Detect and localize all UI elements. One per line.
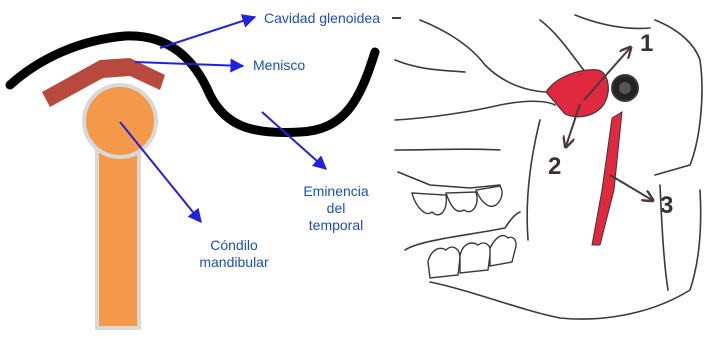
label-condilo-line1: Cóndilo xyxy=(189,237,279,254)
label-condilo-line2: mandibular xyxy=(189,254,279,271)
marker-1: 1 xyxy=(640,30,653,58)
upper-teeth xyxy=(412,186,502,215)
ear-canal-inner xyxy=(619,82,631,94)
label-cavidad-glenoidea: Cavidad glenoidea xyxy=(264,10,380,27)
label-menisco: Menisco xyxy=(253,57,305,74)
condyle-head xyxy=(84,85,156,157)
label-eminencia-line1: Eminencia xyxy=(296,183,376,200)
label-condilo-mandibular: Cóndilo mandibular xyxy=(189,237,279,271)
label-eminencia-line2: del xyxy=(296,200,376,217)
arrow-3 xyxy=(610,175,652,200)
marker-2: 2 xyxy=(548,153,561,181)
pointer-arrow-eminencia xyxy=(262,112,326,169)
label-eminencia-line3: temporal xyxy=(296,217,376,234)
condyle-neck xyxy=(97,148,139,328)
marker-3: 3 xyxy=(660,192,673,220)
label-eminencia-del-temporal: Eminencia del temporal xyxy=(296,183,376,234)
lower-teeth xyxy=(428,236,516,278)
pointer-arrow-cavidad xyxy=(160,17,255,48)
